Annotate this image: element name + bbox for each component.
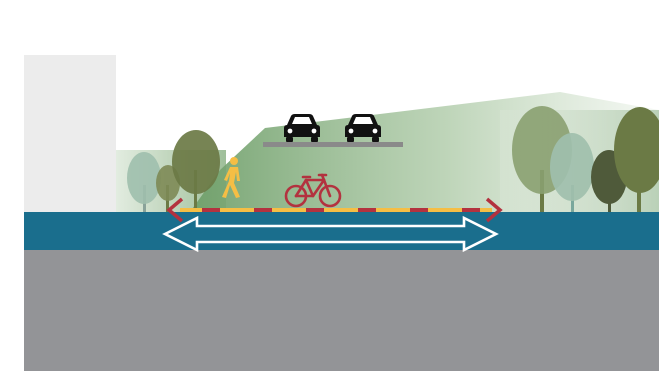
ground [24,250,659,371]
building-block [24,55,116,212]
road-deck [24,212,659,250]
elevated-roadway [263,142,403,147]
